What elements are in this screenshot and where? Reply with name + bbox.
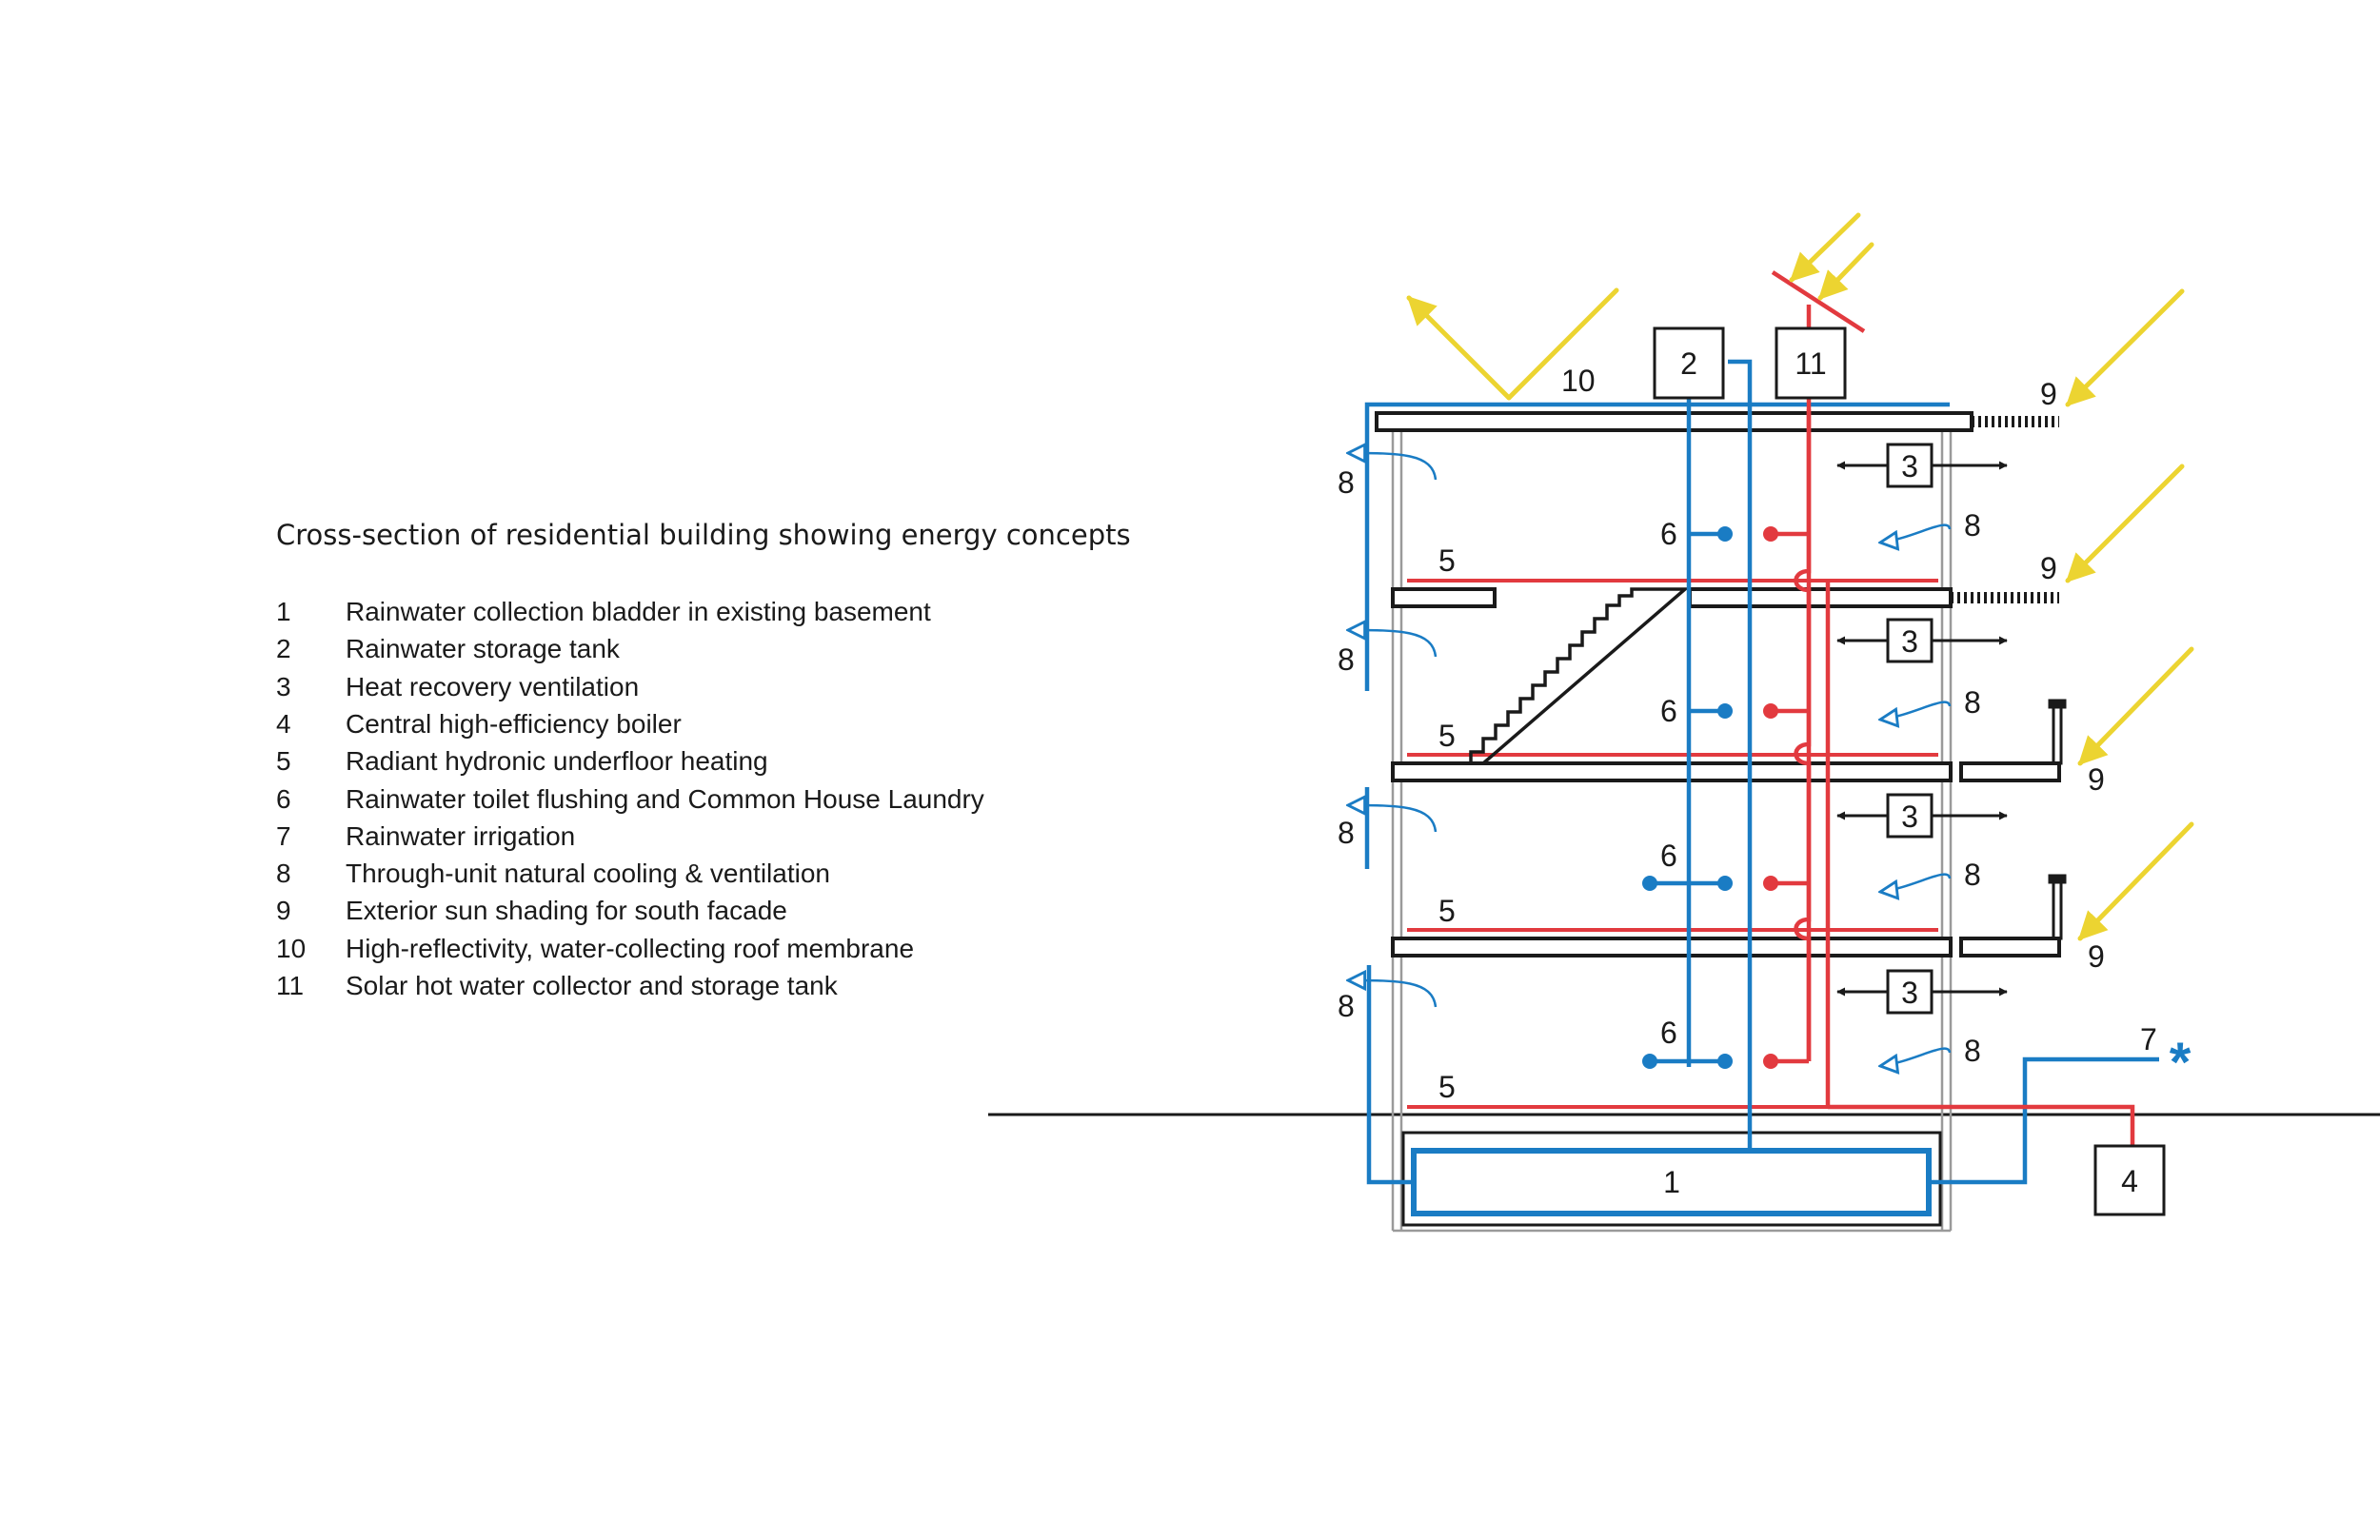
- label-shading: 9: [2040, 551, 2057, 585]
- legend-item-text: Through-unit natural cooling & ventilati…: [346, 859, 830, 889]
- legend-item-number: 8: [276, 859, 291, 889]
- label-vent-right: 8: [1964, 508, 1981, 543]
- label-hrv: 3: [1901, 976, 1918, 1010]
- label-heating: 5: [1438, 543, 1456, 578]
- label-shading: 9: [2088, 762, 2105, 797]
- legend-item-number: 4: [276, 708, 291, 739]
- ventilation-arrow: [1880, 523, 1952, 543]
- legend-item-number: 5: [276, 746, 291, 777]
- label-irrigation: 7: [2140, 1022, 2157, 1056]
- diagram-title: Cross-section of residential building sh…: [276, 519, 1131, 551]
- ventilation-arrow: [1348, 980, 1438, 1008]
- ventilation-arrow: [1348, 630, 1438, 658]
- sprinkler-icon: *: [2170, 1032, 2192, 1094]
- ventilation-arrow: [1880, 873, 1952, 892]
- label-shading: 9: [2088, 939, 2105, 974]
- label-heating: 5: [1438, 1070, 1456, 1104]
- label-vent-left: 8: [1338, 989, 1355, 1023]
- label-vent-right: 8: [1964, 685, 1981, 720]
- label-heating: 5: [1438, 894, 1456, 928]
- legend-item-text: Heat recovery ventilation: [346, 671, 640, 701]
- hrv-unit: [1886, 793, 1934, 839]
- diagram-number-labels: 10 9 9 9 9 5 5 5 5 6 6 6 6 7 8 8 8 8 8 8…: [1338, 364, 2157, 1104]
- label-flushing: 6: [1660, 694, 1677, 728]
- rainwater-storage-tank: [1653, 326, 1725, 400]
- legend-item-text: Rainwater irrigation: [346, 820, 576, 851]
- shade-posts: [2048, 699, 2067, 940]
- hrv-unit: [1886, 618, 1934, 663]
- legend-item-number: 3: [276, 671, 291, 701]
- legend-item-number: 7: [276, 820, 291, 851]
- sunlight-rays: [1406, 212, 2194, 941]
- legend-item-text: Rainwater toilet flushing and Common Hou…: [346, 783, 984, 814]
- label-vent-right: 8: [1964, 1034, 1981, 1068]
- building-walls: [1391, 426, 1953, 1233]
- basement-outline: [1401, 1131, 1942, 1227]
- boiler: [2093, 1144, 2166, 1216]
- ventilation-arrow: [1348, 805, 1438, 833]
- floor-slabs: [1375, 411, 2061, 958]
- hot-water-outlets: [1763, 526, 1778, 1069]
- legend-item-number: 1: [276, 597, 291, 626]
- label-shading: 9: [2040, 377, 2057, 411]
- flushing-outlets: [1642, 526, 1733, 1069]
- label-roof: 10: [1561, 364, 1596, 398]
- heat-recovery-ventilation: 3 3 3 3: [1836, 443, 2008, 1015]
- legend-item-number: 10: [276, 933, 307, 963]
- hrv-unit: [1886, 443, 1934, 488]
- label-hrv: 3: [1901, 624, 1918, 659]
- legend-item-text: Rainwater collection bladder in existing…: [346, 597, 931, 626]
- label-vent-left: 8: [1338, 816, 1355, 850]
- legend-item-text: High-reflectivity, water-collecting roof…: [346, 933, 915, 963]
- label-boiler: 4: [2121, 1164, 2138, 1198]
- legend-item-text: Solar hot water collector and storage ta…: [346, 971, 838, 1000]
- label-flushing: 6: [1660, 839, 1677, 873]
- rainwater-pipes: [1364, 359, 2159, 1185]
- sun-shading: [1951, 416, 2059, 603]
- label-vent-right: 8: [1964, 858, 1981, 892]
- natural-ventilation: [1348, 453, 1952, 1066]
- legend-item-number: 6: [276, 783, 291, 814]
- label-flushing: 6: [1660, 517, 1677, 551]
- solar-storage-tank: [1775, 326, 1847, 400]
- label-tank: 2: [1680, 346, 1697, 381]
- ventilation-arrow: [1880, 1047, 1952, 1066]
- label-flushing: 6: [1660, 1016, 1677, 1050]
- label-vent-left: 8: [1338, 642, 1355, 677]
- legend-item-text: Exterior sun shading for south facade: [346, 896, 787, 926]
- label-bladder: 1: [1663, 1165, 1680, 1199]
- ventilation-arrow: [1348, 453, 1438, 481]
- legend-item-number: 2: [276, 634, 291, 664]
- legend-item-text: Radiant hydronic underfloor heating: [346, 746, 768, 777]
- label-hrv: 3: [1901, 449, 1918, 484]
- staircase: [1469, 587, 1690, 765]
- label-hrv: 3: [1901, 800, 1918, 834]
- label-solar: 11: [1795, 346, 1826, 381]
- hot-water-pipes: [1771, 270, 2135, 1170]
- legend-item-text: Rainwater storage tank: [346, 634, 620, 664]
- hrv-unit: [1886, 969, 1934, 1015]
- legend-item-number: 9: [276, 896, 291, 926]
- label-heating: 5: [1438, 719, 1456, 753]
- legend-item-text: Central high-efficiency boiler: [346, 708, 682, 739]
- ventilation-arrow: [1880, 701, 1952, 720]
- label-vent-left: 8: [1338, 465, 1355, 500]
- legend-item-number: 11: [276, 971, 305, 1000]
